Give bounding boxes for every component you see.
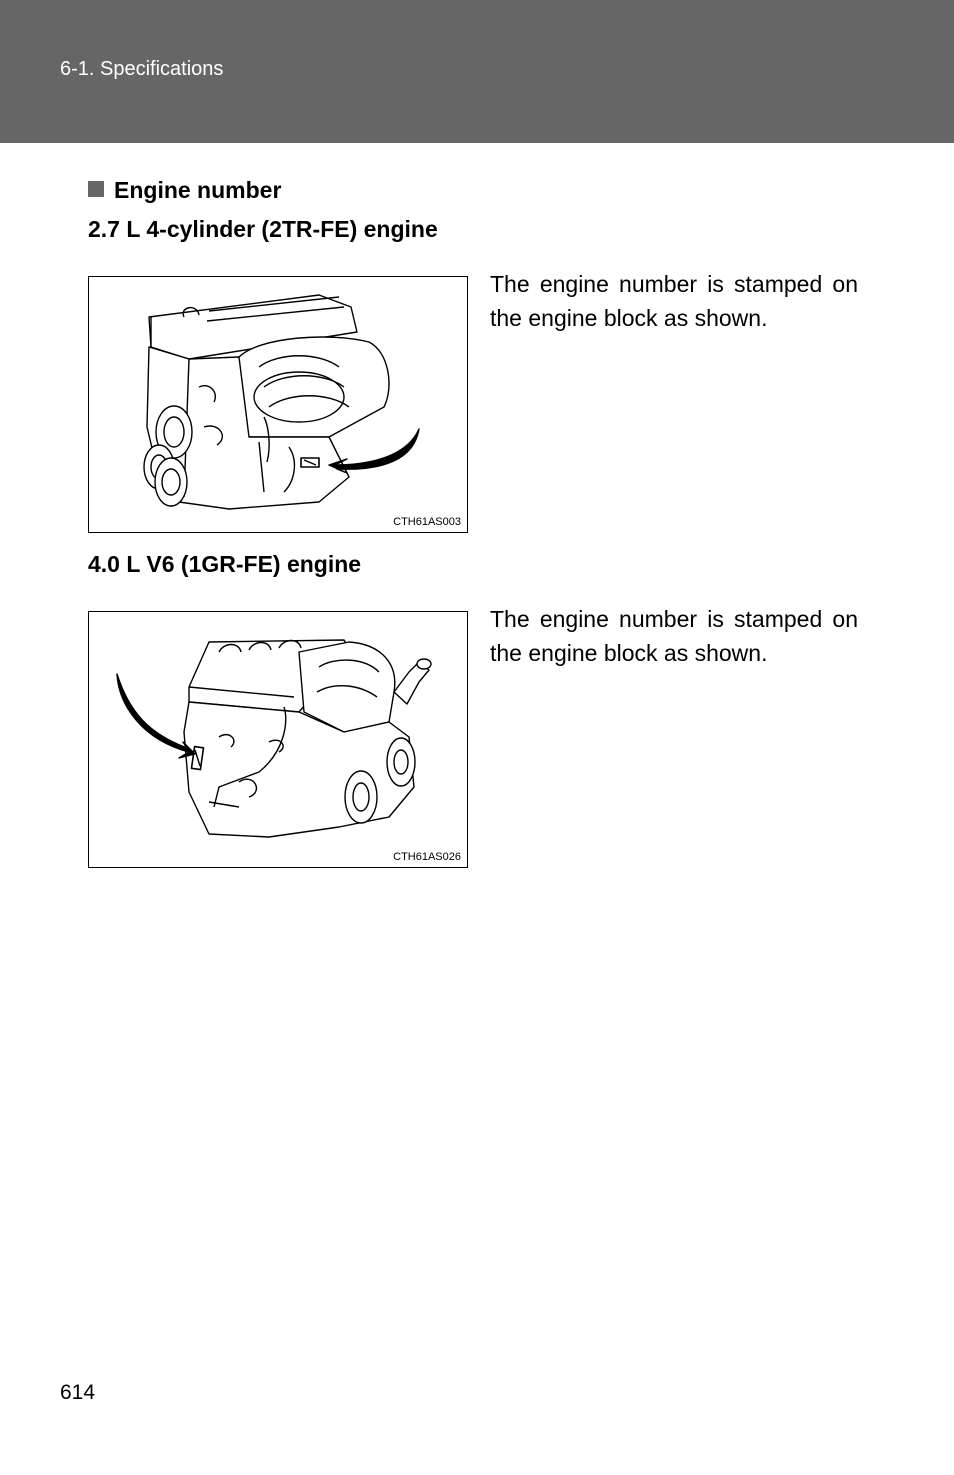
inline-4-engine-illustration xyxy=(143,294,420,510)
engine-2-figure: CTH61AS026 xyxy=(88,611,468,868)
page-number: 614 xyxy=(60,1381,96,1404)
engine-2-description: The engine number is stamped on the engi… xyxy=(490,606,858,666)
engine-2-heading: 4.0 L V6 (1GR-FE) engine xyxy=(88,551,362,577)
section-title-text: Engine number xyxy=(114,177,282,203)
v6-engine-illustration xyxy=(116,639,432,838)
engine-2-figure-code: CTH61AS026 xyxy=(393,851,461,863)
breadcrumb: 6-1. Specifications xyxy=(60,58,224,80)
square-bullet-icon xyxy=(88,181,104,197)
header-bar: 6-1. Specifications xyxy=(0,0,954,143)
engine-1-figure-code: CTH61AS003 xyxy=(393,516,461,528)
section-title: Engine number xyxy=(88,177,281,204)
engine-1-description: The engine number is stamped on the engi… xyxy=(490,271,858,331)
engine-1-figure: CTH61AS003 xyxy=(88,276,468,533)
engine-1-heading: 2.7 L 4-cylinder (2TR-FE) engine xyxy=(88,216,438,242)
